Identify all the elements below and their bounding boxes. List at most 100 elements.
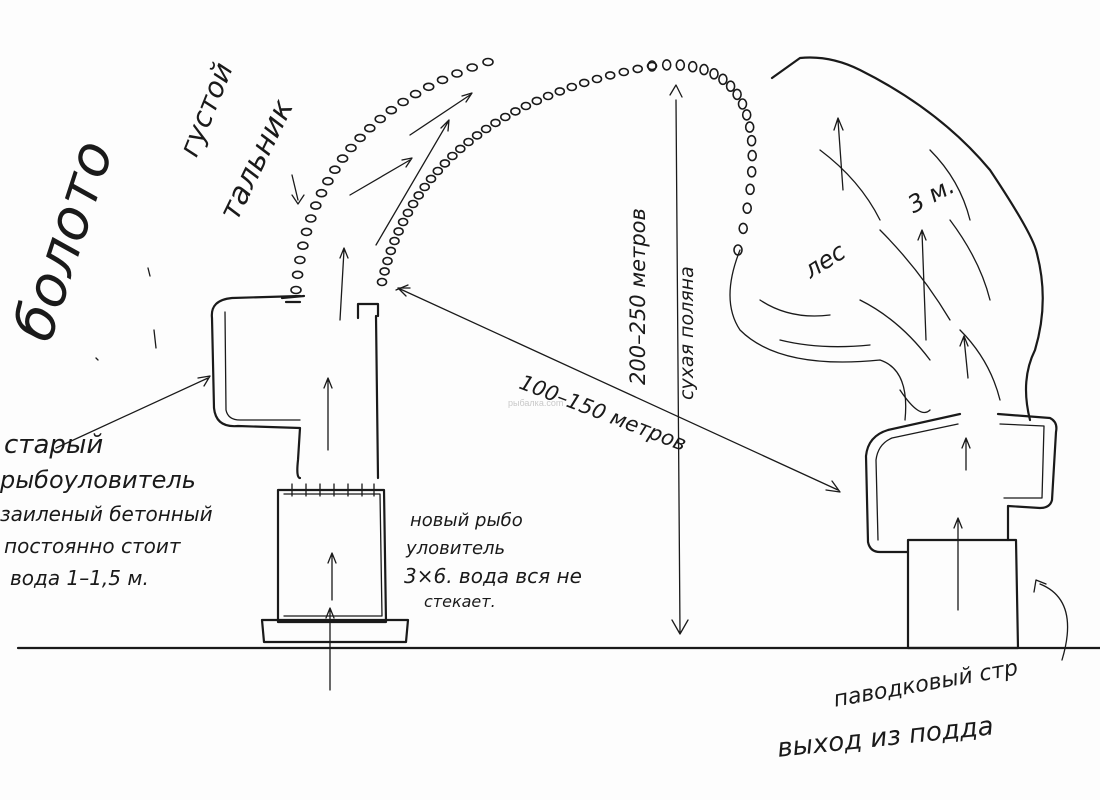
reed-bead — [604, 71, 616, 80]
reed-bead — [482, 57, 494, 67]
reed-bead — [746, 166, 757, 178]
reed-bead — [718, 73, 728, 86]
reed-bead — [336, 154, 349, 163]
reed-bead — [471, 131, 483, 140]
new-trap-label-1: новый рыбо — [410, 510, 523, 531]
reed-bead — [297, 241, 309, 250]
right-trap-box — [906, 538, 1020, 650]
old-trap-inner-wall — [224, 311, 301, 421]
reed-bead — [738, 222, 749, 235]
reed-bead — [520, 101, 532, 111]
reed-bead — [732, 88, 742, 101]
down-arrow — [291, 174, 305, 205]
reed-bead — [425, 174, 437, 184]
reed-bead — [422, 82, 435, 92]
reed-bead — [709, 68, 719, 80]
reed-bead — [374, 114, 387, 124]
new-trap-label-2: уловитель — [406, 538, 506, 559]
reed-bead — [291, 270, 304, 280]
inflow-arrow — [325, 607, 335, 691]
new-trap-label-3: 3×6. вода вся не — [404, 564, 582, 588]
reed-bead — [746, 134, 757, 147]
distance-line-200 — [669, 84, 689, 635]
reed-bead — [397, 97, 409, 107]
reed-bead — [632, 64, 644, 74]
new-trap-label-4: стекает. — [424, 592, 496, 611]
old-trap-outline — [210, 294, 302, 480]
reed-bead — [376, 277, 388, 287]
reed-bead — [439, 159, 451, 168]
pipe-flow-arrow-1 — [323, 377, 333, 451]
new-trap-box — [276, 488, 388, 624]
stray-marks — [95, 267, 157, 361]
reed-bead — [454, 144, 466, 154]
right-forest-arrow-1 — [917, 229, 927, 341]
reed-bead — [363, 123, 376, 133]
reed-bead — [466, 63, 479, 72]
reed-bead-arc-3 — [647, 59, 758, 256]
old-trap-right-wall — [356, 302, 380, 480]
reed-bead — [510, 107, 521, 116]
pipe-flow-arrow-2 — [339, 247, 349, 321]
watermark: рыбалка.com — [508, 398, 564, 408]
reed-bead — [436, 75, 449, 85]
new-trap-grate — [291, 483, 375, 497]
reed-bead — [432, 166, 444, 176]
reed-bead — [699, 63, 709, 76]
reed-bead — [741, 109, 752, 121]
reed-bead — [566, 82, 578, 92]
right-pipe-arrow — [961, 437, 971, 471]
reed-bead — [322, 176, 334, 186]
reed-bead — [618, 67, 630, 77]
old-trap-label-5: вода 1–1,5 м. — [10, 566, 149, 590]
reed-bead — [451, 69, 463, 78]
forest-hatching — [759, 149, 1001, 414]
reed-bead — [499, 112, 511, 122]
old-trap-label-2: рыбоуловитель — [0, 466, 196, 494]
reed-bead — [290, 285, 302, 295]
reed-bead — [402, 208, 414, 218]
old-trap-label-3: заиленый бетонный — [0, 502, 213, 526]
reed-bead — [382, 256, 393, 266]
distance-line-100 — [397, 287, 841, 493]
right-box-arrow — [953, 517, 963, 611]
reed-bead — [413, 191, 425, 200]
reed-bead — [737, 98, 748, 110]
reed-bead — [300, 227, 313, 237]
reed-bead — [304, 214, 317, 223]
reed-bead — [742, 202, 753, 214]
reed-bead — [379, 267, 390, 276]
reed-bead — [490, 118, 501, 128]
reed-bead — [385, 246, 397, 256]
reed-arrow-2 — [375, 119, 450, 246]
reed-bead — [647, 60, 657, 72]
reed-bead — [397, 217, 409, 227]
reed-bead — [354, 133, 366, 143]
forest-left-edge — [729, 249, 907, 421]
reed-bead — [463, 137, 474, 147]
reed-bead — [687, 60, 698, 73]
reed-bead — [385, 105, 398, 115]
right-forest-arrow-2 — [959, 335, 969, 379]
right-trap-inner — [875, 423, 1045, 541]
reed-bead — [345, 143, 357, 153]
reed-bead — [578, 78, 590, 88]
reed-arrow-1 — [349, 157, 413, 196]
reed-bead — [591, 74, 603, 84]
right-forest-arrow-3 — [833, 117, 844, 191]
reed-bead — [315, 188, 328, 198]
reed-bead — [745, 183, 755, 196]
reed-bead-arc-2 — [376, 61, 658, 287]
reed-bead — [447, 151, 458, 161]
reed-bead — [419, 182, 431, 192]
reed-arrow-3 — [409, 92, 473, 136]
box-flow-arrow — [327, 552, 337, 601]
old-trap-pointer — [55, 375, 211, 449]
reed-bead — [389, 236, 400, 246]
reed-bead — [531, 96, 543, 106]
reed-bead — [309, 201, 322, 210]
old-trap-hatch — [280, 294, 306, 304]
reed-bead — [747, 149, 758, 162]
